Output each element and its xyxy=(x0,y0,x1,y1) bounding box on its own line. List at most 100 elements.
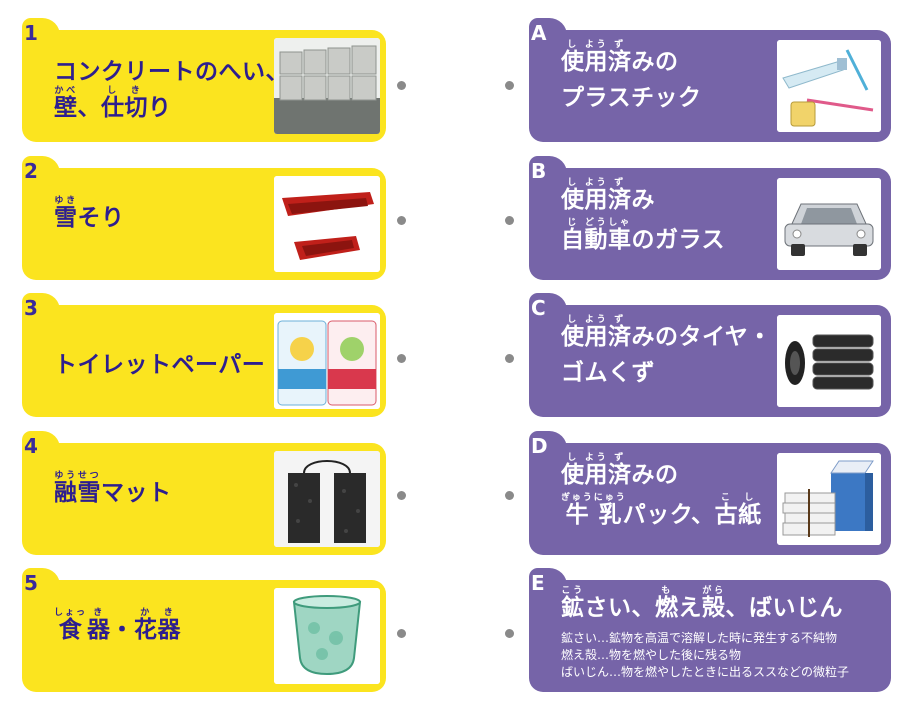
item-title: 鉱こうさい、燃もえ殻がら、ばいじん xyxy=(561,586,843,622)
item-title: 使し用よう済ずみの プラスチック xyxy=(561,40,702,116)
item-card-4[interactable]: 4 融ゆう雪せつマット xyxy=(22,431,386,555)
ruby-text: 牛ぎゅう xyxy=(561,493,594,528)
title-line-2: プラスチック xyxy=(561,85,702,111)
item-title: 使し用よう済ずみの 牛ぎゅう乳にゅうパック、古こ紙し xyxy=(561,453,762,533)
ruby-text: 器き xyxy=(87,608,111,643)
ruby-text: 用よう xyxy=(584,40,608,75)
right-connector-dot-d[interactable] xyxy=(505,491,514,500)
snow-melting-mat-photo xyxy=(274,451,380,547)
left-connector-dot-4[interactable] xyxy=(397,491,406,500)
item-letter: A xyxy=(529,18,567,48)
note-slag: 鉱さい…鉱物を高温で溶解した時に発生する不純物 xyxy=(561,631,838,645)
title-line-1: 鉱こうさい、燃もえ殻がら、ばいじん xyxy=(561,586,843,621)
ruby-text: 紙し xyxy=(738,493,762,528)
ruby-text: 燃も xyxy=(655,586,679,621)
item-number: 3 xyxy=(22,293,60,323)
ruby-text: 使し xyxy=(561,178,585,213)
ruby-text: 済ず xyxy=(608,315,632,350)
snow-sled-photo xyxy=(274,176,380,272)
title-line-2: 自じ動どう車しゃのガラス xyxy=(561,218,726,253)
ruby-text: 動どう xyxy=(584,218,608,253)
ruby-text: 雪ゆき xyxy=(54,196,78,231)
glass-cup-photo xyxy=(274,588,380,684)
item-card-d[interactable]: D 使し用よう済ずみの 牛ぎゅう乳にゅうパック、古こ紙し xyxy=(529,431,891,555)
ruby-text: 済ず xyxy=(608,453,632,488)
title-line-1: 使し用よう済ずみ xyxy=(561,178,655,213)
item-title: 食しょっ器き・花か器き xyxy=(54,608,181,644)
toilet-paper-photo xyxy=(274,313,380,409)
ruby-text: 用よう xyxy=(584,178,608,213)
ruby-text: 使し xyxy=(561,40,585,75)
right-connector-dot-a[interactable] xyxy=(505,81,514,90)
title-line-2: 牛ぎゅう乳にゅうパック、古こ紙し xyxy=(561,493,762,528)
item-card-2[interactable]: 2 雪ゆきそり xyxy=(22,156,386,280)
right-connector-dot-c[interactable] xyxy=(505,354,514,363)
note-soot-dust: ばいじん…物を燃やしたときに出るススなどの微粒子 xyxy=(561,665,850,679)
item-card-b[interactable]: B 使し用よう済ずみ 自じ動どう車しゃのガラス xyxy=(529,156,891,280)
title-line-1: 食しょっ器き・花か器き xyxy=(54,608,181,643)
item-card-c[interactable]: C 使し用よう済ずみのタイヤ・ ゴムくず xyxy=(529,293,891,417)
ruby-text: 乳にゅう xyxy=(593,493,627,528)
item-number: 5 xyxy=(22,568,60,598)
ruby-text: 済ず xyxy=(608,40,632,75)
tires-photo xyxy=(777,315,881,407)
ruby-text: 古こ xyxy=(714,493,739,528)
ruby-text: 壁かべ xyxy=(54,86,78,121)
item-title: 使し用よう済ずみ 自じ動どう車しゃのガラス xyxy=(561,178,725,258)
item-title: 融ゆう雪せつマット xyxy=(54,471,172,507)
item-number: 4 xyxy=(22,431,60,461)
title-line-1: 使し用よう済ずみの xyxy=(561,453,679,488)
car-photo xyxy=(777,178,881,270)
item-letter: D xyxy=(529,431,567,461)
ruby-text: 食しょっ xyxy=(54,608,88,643)
title-line-2: ゴムくず xyxy=(561,360,655,386)
title-line-1: コンクリートのへい、 xyxy=(54,59,289,85)
item-letter: C xyxy=(529,293,567,323)
item-number: 1 xyxy=(22,18,60,48)
item-card-a[interactable]: A 使し用よう済ずみの プラスチック xyxy=(529,18,891,142)
ruby-text: 融ゆう xyxy=(54,471,78,506)
ruby-text: 使し xyxy=(561,453,585,488)
ruby-text: 花か xyxy=(134,608,158,643)
ruby-text: 殻がら xyxy=(702,586,726,621)
left-connector-dot-5[interactable] xyxy=(397,629,406,638)
definition-notes: 鉱さい…鉱物を高温で溶解した時に発生する不純物 燃え殻…物を燃やした後に残る物 … xyxy=(561,630,849,681)
ruby-text: 切き xyxy=(124,86,148,121)
item-card-3[interactable]: 3 トイレットペーパー xyxy=(22,293,386,417)
used-plastic-photo xyxy=(777,40,881,132)
ruby-text: 鉱こう xyxy=(561,586,585,621)
ruby-text: 雪せつ xyxy=(77,471,101,506)
item-card-e[interactable]: E 鉱こうさい、燃もえ殻がら、ばいじん 鉱さい…鉱物を高温で溶解した時に発生する… xyxy=(529,568,891,692)
item-title: 使し用よう済ずみのタイヤ・ ゴムくず xyxy=(561,315,772,391)
title-line-1: 融ゆう雪せつマット xyxy=(54,471,172,506)
item-card-5[interactable]: 5 食しょっ器き・花か器き xyxy=(22,568,386,692)
ruby-text: 用よう xyxy=(584,315,608,350)
right-connector-dot-b[interactable] xyxy=(505,216,514,225)
title-line-2: 壁かべ、仕し切きり xyxy=(54,86,172,121)
item-letter: B xyxy=(529,156,567,186)
ruby-text: 仕し xyxy=(101,86,125,121)
ruby-text: 自じ xyxy=(561,218,585,253)
concrete-wall-photo xyxy=(274,38,380,134)
title-line-1: トイレットペーパー xyxy=(54,352,266,378)
title-line-1: 使し用よう済ずみの xyxy=(561,40,679,75)
left-connector-dot-1[interactable] xyxy=(397,81,406,90)
right-connector-dot-e[interactable] xyxy=(505,629,514,638)
item-title: 雪ゆきそり xyxy=(54,196,125,232)
item-card-1[interactable]: 1 コンクリートのへい、 壁かべ、仕し切きり xyxy=(22,18,386,142)
title-line-1: 雪ゆきそり xyxy=(54,196,125,231)
ruby-text: 車しゃ xyxy=(608,218,632,253)
title-line-1: 使し用よう済ずみのタイヤ・ xyxy=(561,315,772,350)
item-title: トイレットペーパー xyxy=(54,345,265,379)
ruby-text: 済ず xyxy=(608,178,632,213)
note-cinders: 燃え殻…物を燃やした後に残る物 xyxy=(561,648,742,662)
left-connector-dot-3[interactable] xyxy=(397,354,406,363)
ruby-text: 使し xyxy=(561,315,585,350)
ruby-text: 用よう xyxy=(584,453,608,488)
item-letter: E xyxy=(529,568,567,598)
left-connector-dot-2[interactable] xyxy=(397,216,406,225)
ruby-text: 器き xyxy=(157,608,181,643)
item-title: コンクリートのへい、 壁かべ、仕し切きり xyxy=(54,52,289,122)
item-number: 2 xyxy=(22,156,60,186)
milk-carton-photo xyxy=(777,453,881,545)
